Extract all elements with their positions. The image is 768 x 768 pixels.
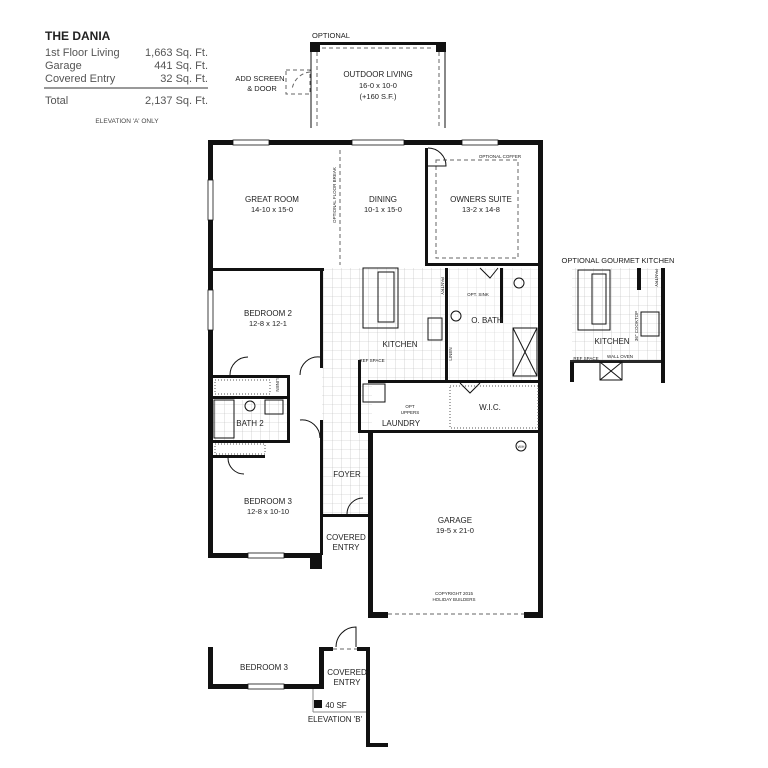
room-label: DINING — [369, 195, 397, 204]
pantry-label: PANTRY — [654, 269, 659, 287]
summary-value: 1,663 Sq. Ft. — [145, 47, 208, 59]
room-label: COVERED — [327, 668, 367, 677]
copyright-label: HOLIDAY BUILDERS — [432, 597, 475, 602]
room-label: KITCHEN — [382, 340, 417, 349]
elevation-b-option: BEDROOM 3 COVERED ENTRY 40 SF ELEVATION … — [208, 626, 388, 747]
room-dims: 13-2 x 14-8 — [462, 205, 500, 214]
opt-uppers-label: OPT — [405, 404, 415, 409]
total-label: Total — [45, 95, 68, 107]
opt-sink-label: OPT. SINK — [467, 292, 489, 297]
room-label: BEDROOM 3 — [244, 497, 293, 506]
room-label: GREAT ROOM — [245, 195, 299, 204]
total-value: 2,137 Sq. Ft. — [145, 95, 208, 107]
room-label: BATH 2 — [236, 419, 264, 428]
room-dims: 19-5 x 21-0 — [436, 526, 474, 535]
area-label: 40 SF — [325, 701, 346, 710]
room-label: LAUNDRY — [382, 419, 421, 428]
room-dims: 16-0 x 10-0 — [359, 81, 397, 90]
room-dims: 12-8 x 10-10 — [247, 507, 289, 516]
room-label: ENTRY — [334, 678, 362, 687]
floor-break-label: OPTIONAL FLOOR BREAK — [332, 167, 337, 223]
room-label: FOYER — [333, 470, 361, 479]
elevation-label: ELEVATION 'B' — [308, 715, 363, 724]
linen-label: LINEN — [448, 347, 453, 360]
summary-value: 441 Sq. Ft. — [154, 60, 208, 72]
room-label: BEDROOM 3 — [240, 663, 289, 672]
room-label: COVERED — [326, 533, 366, 542]
cooktop-label: 36" COOKTOP — [634, 311, 639, 341]
optional-label: OPTIONAL — [312, 31, 350, 40]
copyright-label: COPYRIGHT 2015 — [435, 591, 473, 596]
coffer-label: OPTIONAL COFFER — [479, 154, 522, 159]
room-dims: 14-10 x 15-0 — [251, 205, 293, 214]
ref-space-label: REF SPACE — [573, 356, 598, 361]
screen-label: ADD SCREEN — [235, 74, 284, 83]
room-label: OWNERS SUITE — [450, 195, 512, 204]
opt-uppers-label: UPPERS — [401, 410, 420, 415]
gourmet-title: OPTIONAL GOURMET KITCHEN — [562, 256, 675, 265]
pantry-label: PANTRY — [440, 277, 445, 295]
room-label: BEDROOM 2 — [244, 309, 293, 318]
summary-label: Garage — [45, 60, 82, 72]
wall-oven-label: WALL OVEN — [607, 354, 633, 359]
elevation-note: ELEVATION 'A' ONLY — [95, 118, 159, 125]
area-summary: THE DANIA 1st Floor Living 1,663 Sq. Ft.… — [44, 29, 208, 125]
room-label: ENTRY — [333, 543, 361, 552]
linen-label: LINEN — [275, 378, 280, 391]
room-label: O. BATH — [471, 316, 503, 325]
room-label: OUTDOOR LIVING — [343, 70, 412, 79]
room-area: (+160 S.F.) — [360, 92, 397, 101]
summary-label: 1st Floor Living — [45, 47, 120, 59]
outdoor-living: OPTIONAL OUTDOOR LIVING 16-0 x 10-0 (+16… — [235, 31, 446, 128]
main-house: GREAT ROOM 14-10 x 15-0 DINING 10-1 x 15… — [207, 139, 543, 618]
gourmet-kitchen-option: OPTIONAL GOURMET KITCHEN KITCHEN PANTRY … — [562, 256, 675, 383]
water-heater-label: W/H — [518, 445, 525, 449]
room-label: GARAGE — [438, 516, 472, 525]
screen-label: & DOOR — [247, 84, 277, 93]
room-dims: 12-8 x 12-1 — [249, 319, 287, 328]
plan-title: THE DANIA — [45, 29, 111, 43]
ref-space-label: REF SPACE — [359, 358, 384, 363]
room-dims: 10-1 x 15-0 — [364, 205, 402, 214]
room-label: KITCHEN — [594, 337, 629, 346]
room-label: W.I.C. — [479, 403, 501, 412]
summary-value: 32 Sq. Ft. — [160, 73, 208, 85]
summary-label: Covered Entry — [45, 73, 116, 85]
